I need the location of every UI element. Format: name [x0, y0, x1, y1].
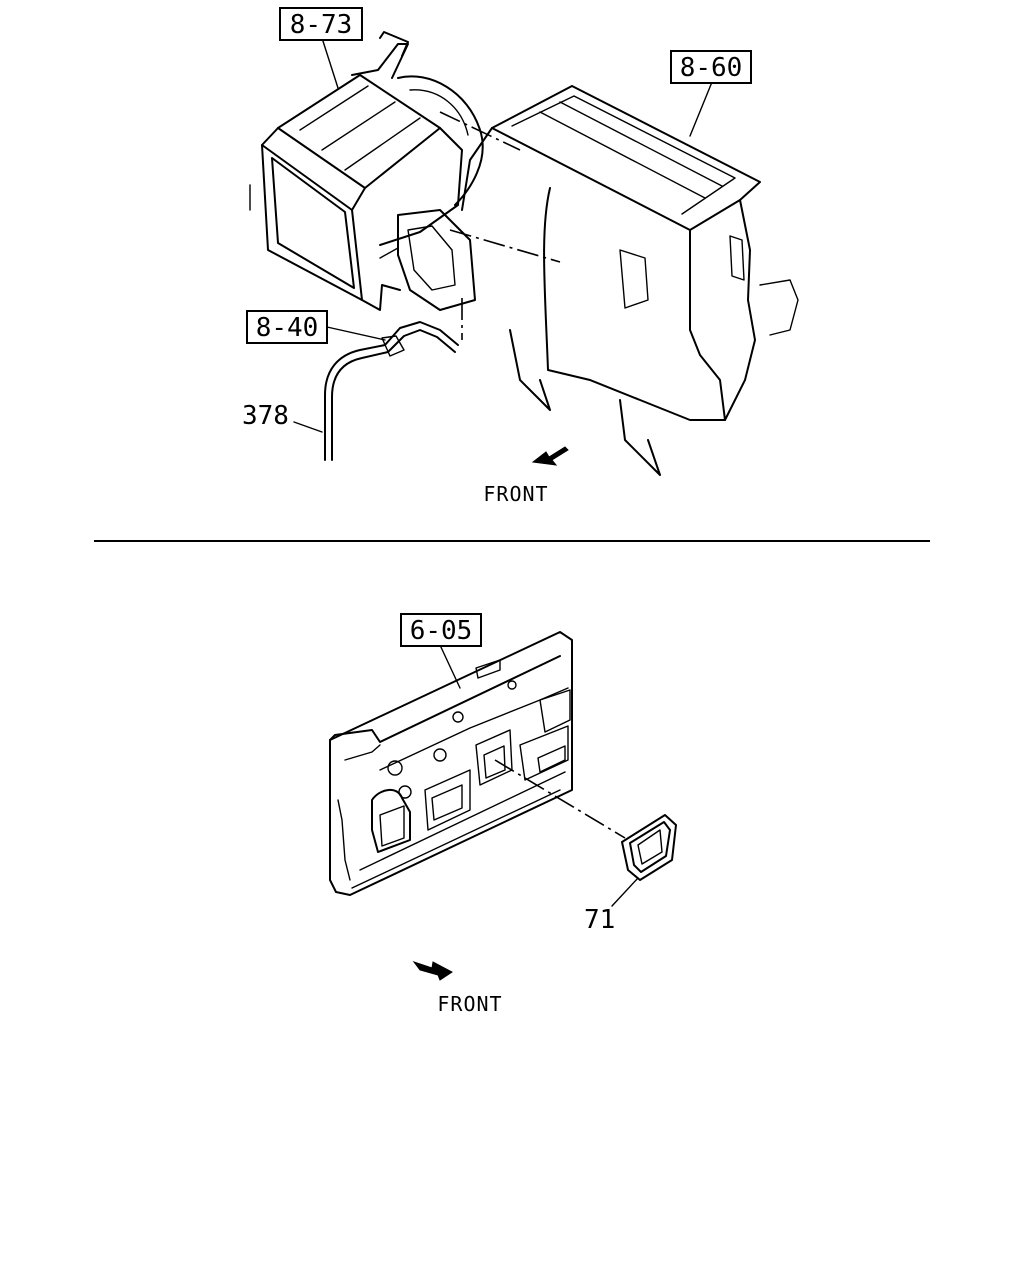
leader-line [689, 81, 713, 137]
callout-label: 8-40 [256, 313, 319, 343]
leader-line [611, 877, 639, 907]
assembly-line [494, 759, 626, 839]
callout-label: 6-05 [410, 616, 473, 646]
bottom-diagram: 6-05 71 FRONT [329, 613, 677, 1016]
blower-unit-drawing [249, 31, 484, 311]
callout-8-73[interactable]: 8-73 [279, 7, 363, 41]
leader-line [293, 421, 323, 433]
leader-line [439, 644, 461, 689]
front-label: FRONT [483, 482, 548, 506]
callout-8-60[interactable]: 8-60 [670, 50, 752, 84]
dash-panel-drawing [329, 631, 573, 896]
callout-6-05[interactable]: 6-05 [400, 613, 482, 647]
front-label: FRONT [437, 992, 502, 1016]
callout-8-40[interactable]: 8-40 [246, 310, 328, 344]
leader-line [321, 37, 339, 89]
front-arrow-icon [531, 446, 569, 466]
callout-label: 8-60 [680, 53, 743, 83]
heater-unit-drawing [397, 85, 799, 476]
callout-label: 8-73 [290, 10, 353, 40]
part-number-71[interactable]: 71 [584, 905, 615, 935]
assembly-line [439, 111, 521, 151]
leader-line [326, 326, 386, 341]
part-number-378[interactable]: 378 [242, 401, 289, 431]
seal-drawing [621, 814, 677, 881]
top-diagram: 8-73 8-60 8-40 378 FRONT [242, 7, 799, 506]
drain-hose-drawing [324, 321, 459, 461]
assembly-line [449, 229, 561, 263]
front-arrow-icon [412, 961, 453, 981]
